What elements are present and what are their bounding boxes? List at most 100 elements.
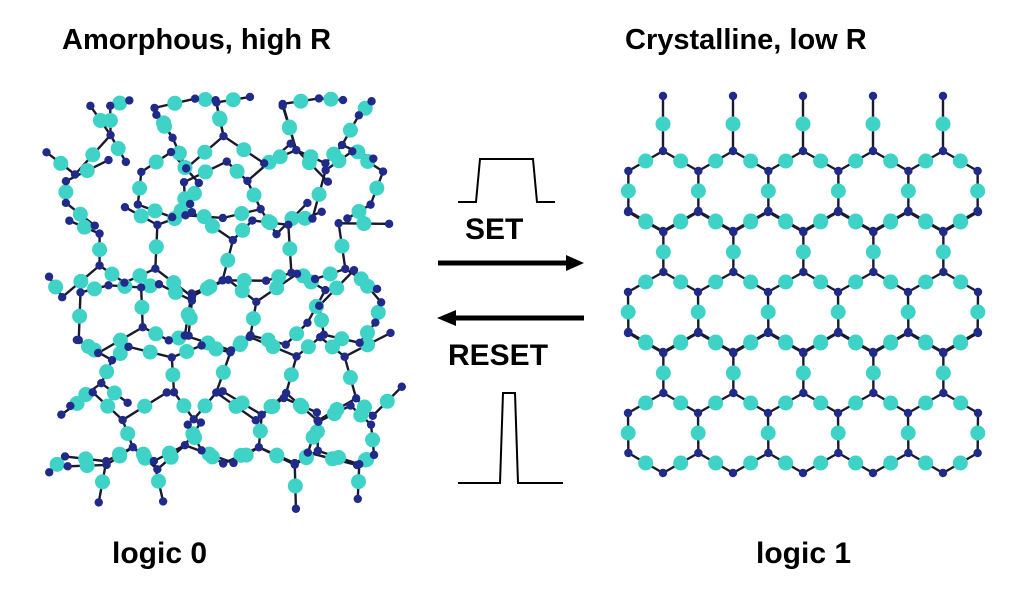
amorphous-small-atom bbox=[334, 219, 343, 228]
amorphous-small-atom bbox=[290, 458, 299, 468]
crystal-large-atom bbox=[900, 304, 916, 320]
amorphous-small-atom bbox=[179, 177, 189, 187]
crystal-large-atom bbox=[883, 335, 899, 351]
crystal-large-atom bbox=[743, 335, 759, 351]
amorphous-large-atom bbox=[197, 164, 213, 180]
crystal-large-atom bbox=[690, 425, 706, 441]
amorphous-small-atom bbox=[180, 331, 190, 340]
crystal-large-atom bbox=[900, 425, 916, 441]
amorphous-small-atom bbox=[316, 332, 325, 342]
amorphous-small-atom bbox=[278, 99, 287, 109]
crystal-large-atom bbox=[708, 274, 724, 290]
amorphous-small-atom bbox=[181, 164, 191, 173]
crystal-small-atom bbox=[694, 166, 703, 176]
crystal-large-atom bbox=[638, 153, 654, 169]
amorphous-large-atom bbox=[161, 445, 177, 461]
crystal-large-atom bbox=[848, 214, 864, 230]
amorphous-large-atom bbox=[85, 147, 101, 163]
amorphous-small-atom bbox=[212, 388, 221, 397]
amorphous-small-atom bbox=[166, 147, 176, 157]
amorphous-atoms bbox=[42, 91, 406, 513]
amorphous-small-atom bbox=[45, 468, 54, 477]
amorphous-small-atom bbox=[378, 167, 388, 176]
amorphous-large-atom bbox=[331, 153, 347, 169]
amorphous-large-atom bbox=[148, 326, 164, 342]
crystal-small-atom bbox=[798, 146, 808, 156]
crystal-large-atom bbox=[952, 455, 968, 471]
amorphous-small-atom bbox=[314, 94, 324, 103]
amorphous-large-atom bbox=[351, 204, 367, 220]
amorphous-large-atom bbox=[104, 266, 120, 282]
amorphous-small-atom bbox=[317, 207, 326, 216]
crystal-large-atom bbox=[690, 304, 706, 320]
crystal-small-atom bbox=[939, 227, 948, 237]
amorphous-small-atom bbox=[369, 450, 379, 460]
crystal-small-atom bbox=[903, 287, 913, 297]
set-pulse-waveform bbox=[458, 158, 555, 203]
amorphous-small-atom bbox=[256, 204, 265, 214]
amorphous-small-atom bbox=[222, 157, 231, 166]
amorphous-small-atom bbox=[386, 328, 395, 338]
crystal-small-atom bbox=[799, 388, 808, 398]
amorphous-small-atom bbox=[314, 417, 323, 427]
amorphous-large-atom bbox=[87, 281, 103, 297]
crystal-large-atom bbox=[935, 116, 951, 132]
amorphous-large-atom bbox=[334, 238, 350, 254]
amorphous-large-atom bbox=[215, 364, 231, 380]
crystal-large-atom bbox=[830, 304, 846, 320]
crystal-small-atom bbox=[868, 146, 878, 156]
amorphous-large-atom bbox=[300, 339, 316, 355]
amorphous-large-atom bbox=[225, 92, 241, 108]
amorphous-large-atom bbox=[53, 155, 69, 171]
amorphous-small-atom bbox=[228, 235, 238, 245]
crystal-small-atom bbox=[973, 328, 983, 338]
crystal-large-atom bbox=[813, 455, 829, 471]
crystal-large-atom bbox=[970, 304, 986, 320]
amorphous-large-atom bbox=[94, 474, 110, 490]
amorphous-large-atom bbox=[180, 307, 196, 323]
amorphous-large-atom bbox=[351, 474, 367, 490]
crystal-large-atom bbox=[883, 395, 899, 411]
crystal-large-atom bbox=[708, 455, 724, 471]
amorphous-large-atom bbox=[287, 478, 303, 494]
amorphous-small-atom bbox=[366, 200, 375, 209]
amorphous-large-atom bbox=[326, 406, 342, 422]
amorphous-large-atom bbox=[197, 91, 213, 107]
crystal-large-atom bbox=[743, 395, 759, 411]
crystal-large-atom bbox=[865, 244, 881, 260]
crystal-small-atom bbox=[729, 348, 738, 358]
amorphous-large-atom bbox=[72, 206, 88, 222]
crystal-small-atom bbox=[868, 468, 878, 478]
crystal-large-atom bbox=[620, 183, 636, 199]
crystal-small-atom bbox=[938, 146, 948, 156]
amorphous-small-atom bbox=[197, 446, 206, 455]
crystal-large-atom bbox=[918, 153, 934, 169]
amorphous-small-atom bbox=[279, 393, 288, 403]
amorphous-large-atom bbox=[232, 337, 248, 353]
crystal-large-atom bbox=[918, 274, 934, 290]
amorphous-small-atom bbox=[181, 211, 190, 220]
amorphous-large-atom bbox=[112, 345, 128, 361]
crystal-large-atom bbox=[848, 274, 864, 290]
crystal-small-atom bbox=[799, 348, 808, 358]
amorphous-large-atom bbox=[265, 398, 281, 414]
amorphous-small-atom bbox=[243, 176, 252, 186]
amorphous-small-atom bbox=[367, 97, 376, 106]
crystal-large-atom bbox=[778, 335, 794, 351]
crystal-large-atom bbox=[935, 365, 951, 381]
amorphous-large-atom bbox=[142, 344, 158, 360]
amorphous-large-atom bbox=[236, 142, 252, 158]
amorphous-large-atom bbox=[234, 283, 250, 299]
amorphous-large-atom bbox=[293, 93, 309, 109]
amorphous-small-atom bbox=[106, 101, 115, 111]
crystal-large-atom bbox=[743, 214, 759, 230]
amorphous-small-atom bbox=[197, 341, 206, 350]
amorphous-small-atom bbox=[323, 177, 333, 186]
crystal-large-atom bbox=[918, 455, 934, 471]
crystal-small-atom bbox=[623, 328, 633, 338]
amorphous-small-atom bbox=[150, 103, 159, 113]
amorphous-small-atom bbox=[123, 398, 132, 407]
crystal-large-atom bbox=[795, 116, 811, 132]
crystal-large-atom bbox=[848, 395, 864, 411]
amorphous-small-atom bbox=[61, 176, 71, 186]
